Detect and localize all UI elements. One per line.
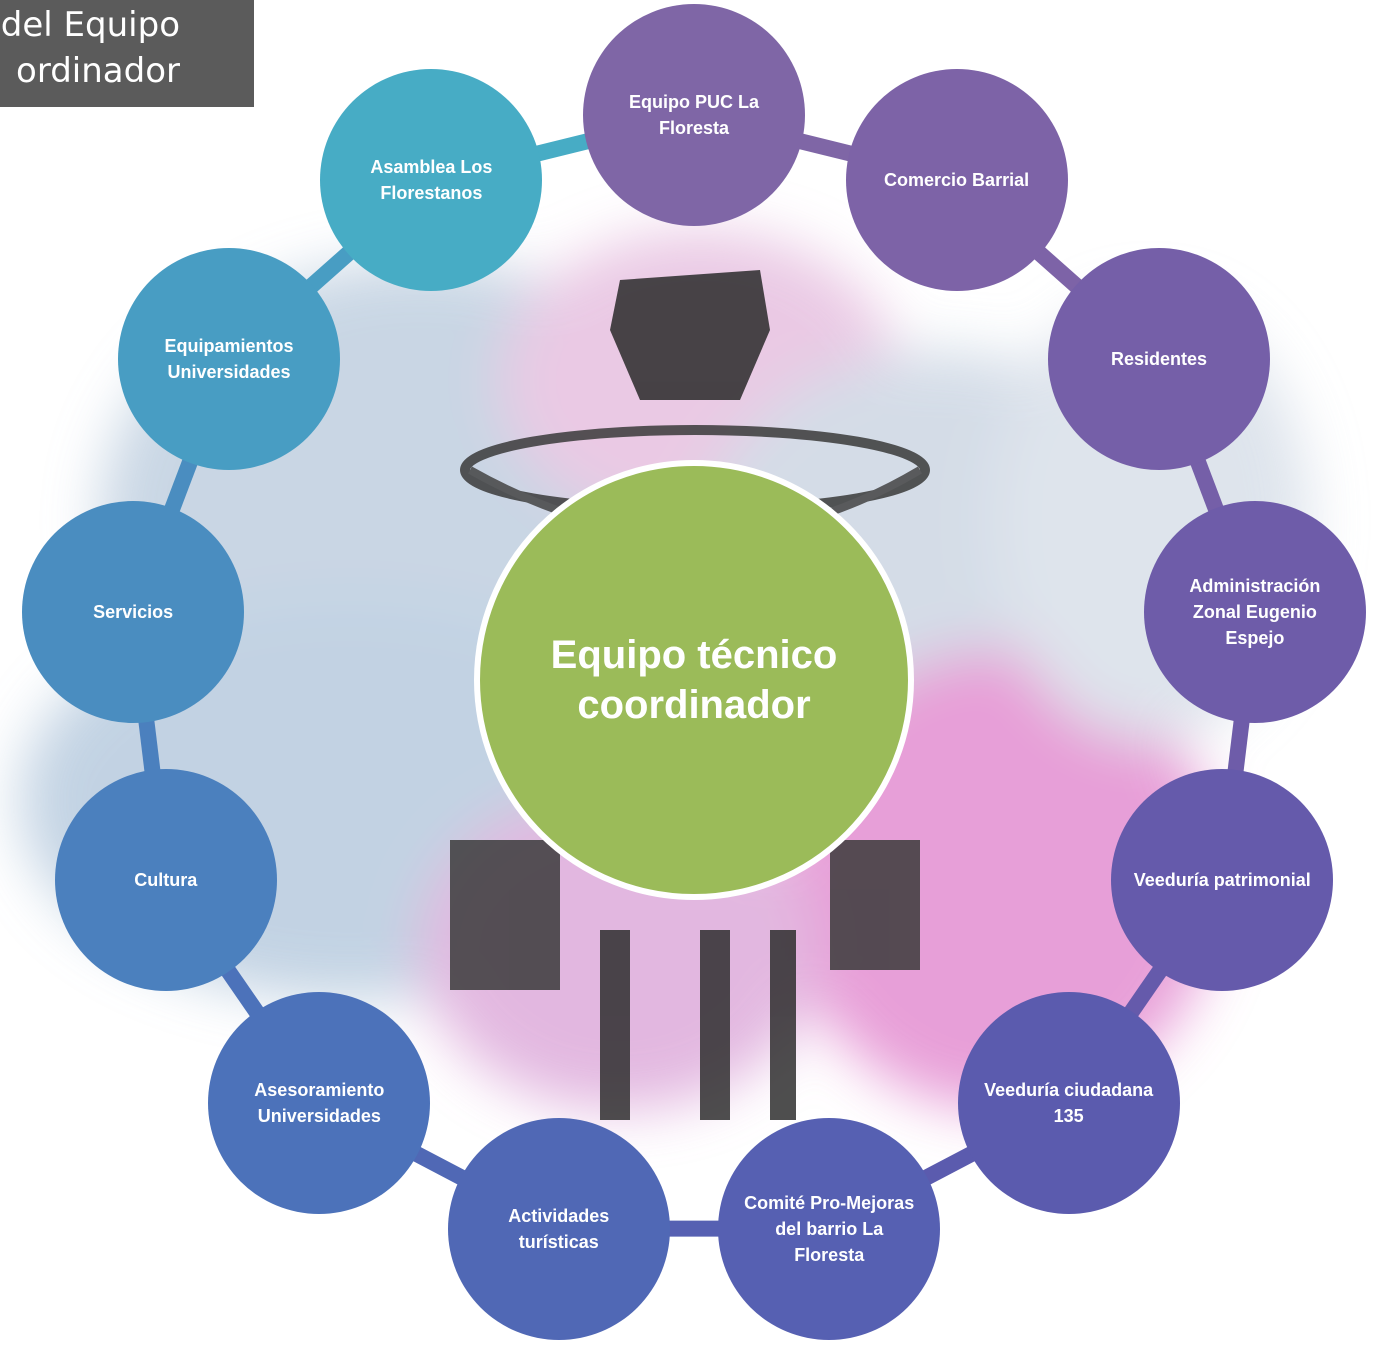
center-label: Equipo técnico coordinador [550,633,838,727]
node-label: Residentes [1110,349,1207,370]
title-line-1: n del Equipo [0,5,180,45]
node-actividades-turisticas: Actividades turísticas [447,1117,670,1340]
node-comercio-barrial: Comercio Barrial [845,68,1068,291]
title-line-2: ordinador [16,51,180,91]
node-label: Veeduría ciudadana 135 [984,1079,1154,1126]
node-label: Asesoramiento Universidades [254,1079,385,1126]
node-label: Servicios [93,601,174,622]
node-asesoramiento-universidades: Asesoramiento Universidades [208,991,431,1214]
node-servicios: Servicios [22,500,245,723]
node-residentes: Residentes [1047,248,1270,471]
node-label: Actividades turísticas [508,1205,610,1252]
node-veeduria-patrimonial: Veeduría patrimonial [1111,769,1334,992]
fountain-sketch [450,270,930,1120]
node-equipamientos-universidades: Equipamientos Universidades [118,248,340,471]
node-label: Cultura [134,870,198,891]
node-cultura: Cultura [54,769,277,992]
node-label: Equipamientos Universidades [164,336,294,383]
node-label: Asamblea Los Florestanos [370,156,493,203]
node-comite-pro-mejoras: Comité Pro-Mejoras del barrio La Florest… [718,1117,941,1340]
node-asamblea-florestanos: Asamblea Los Florestanos [320,68,543,291]
node-equipo-puc: Equipo PUC La Floresta [583,4,805,226]
center-node: Equipo técnico coordinador [474,460,914,900]
node-label: Equipo PUC La Floresta [629,92,759,138]
node-label: Veeduría patrimonial [1133,870,1311,891]
node-veeduria-ciudadana: Veeduría ciudadana 135 [957,991,1180,1214]
title-box: n del Equipo ordinador [0,0,254,107]
node-label: Administración Zonal Eugenio Espejo [1189,575,1321,648]
node-administracion-zonal: Administración Zonal Eugenio Espejo [1143,500,1366,723]
node-label: Comercio Barrial [884,169,1030,190]
node-label: Comité Pro-Mejoras del barrio La Florest… [744,1192,915,1265]
